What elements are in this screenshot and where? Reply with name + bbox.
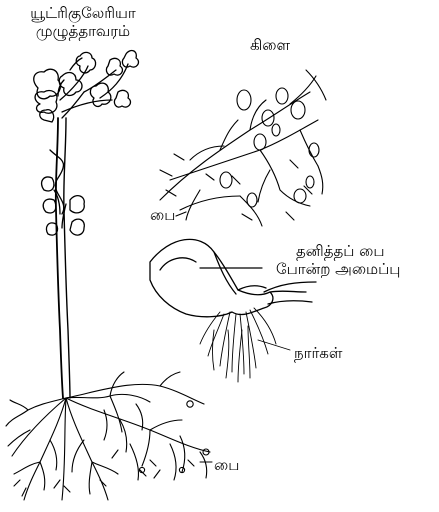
rootlets bbox=[200, 308, 290, 382]
whole-plant bbox=[6, 51, 212, 500]
side-flowers bbox=[42, 177, 85, 235]
title-line-2: முழுத்தாவரம் bbox=[8, 22, 158, 40]
branch-label: கிளை bbox=[250, 36, 290, 54]
root-system bbox=[6, 372, 210, 500]
plant-title: யூட்ரிகுலேரியா முழுத்தாவரம் bbox=[8, 4, 158, 40]
title-line-1: யூட்ரிகுலேரியா bbox=[8, 4, 158, 22]
bladder-structure-label-line-1: தனித்தப் பை bbox=[296, 242, 385, 260]
bladder-label-left: பை bbox=[150, 206, 175, 224]
flower-cluster bbox=[34, 51, 139, 122]
bladder-structure-label-line-2: போன்ற அமைப்பு bbox=[276, 260, 400, 278]
branch-detail bbox=[160, 70, 326, 226]
rootlets-label: நார்கள் bbox=[294, 344, 342, 362]
bladder-label-bottom: பை bbox=[214, 456, 239, 474]
